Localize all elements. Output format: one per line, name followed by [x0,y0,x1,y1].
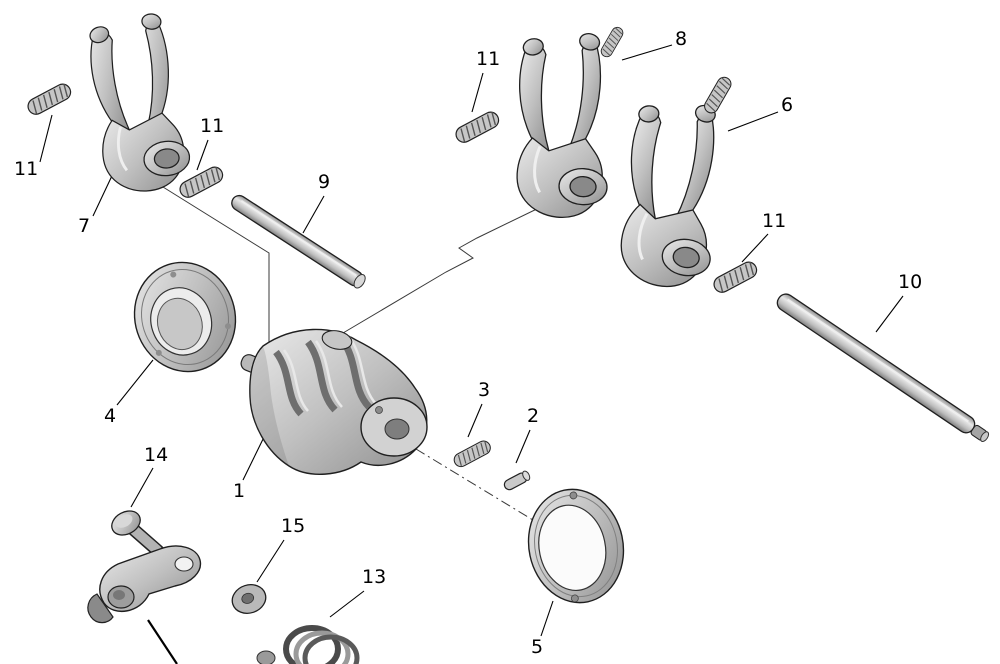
washer [231,584,267,614]
callout-11-left: 11 [200,115,225,137]
callout-11-right: 11 [762,210,787,232]
callout-3: 3 [478,379,491,401]
callout-1: 1 [233,480,246,502]
callout-4: 4 [104,405,117,427]
spring-pin-left [176,163,227,201]
return-spring [256,625,360,664]
bearing-retainer-right [527,488,625,604]
callout-14: 14 [144,444,169,466]
fork-shaft-short [231,194,366,289]
callout-2: 2 [527,405,540,427]
fork-center-pin [598,24,626,60]
callout-11-top-left: 11 [14,158,39,180]
callout-11-center: 11 [476,48,501,70]
callout-6: 6 [781,94,794,116]
callout-7: 7 [78,215,91,237]
callout-9: 9 [318,171,331,193]
assembly-centerlines [162,186,552,532]
spring-pin-center [452,108,503,146]
shift-fork-center [511,26,617,222]
callout-10: 10 [898,271,923,293]
ball-bearing-left [133,261,237,373]
pivot-pin [111,510,165,558]
shift-fork-left [85,8,195,197]
fork-right-pin [701,74,735,116]
callout-8: 8 [675,28,688,50]
shift-fork-right [612,93,734,294]
leader-lines [39,44,904,664]
detent-spring [451,438,494,470]
detent-pin [503,470,531,491]
fork-shaft-long [776,293,990,443]
callout-13: 13 [362,566,387,588]
spring-pin-top-left [24,80,75,118]
shift-drum [240,328,428,475]
callout-5: 5 [531,636,544,658]
shift-arm [87,545,202,624]
callout-15: 15 [281,515,306,537]
spring-pin-right [710,258,761,296]
